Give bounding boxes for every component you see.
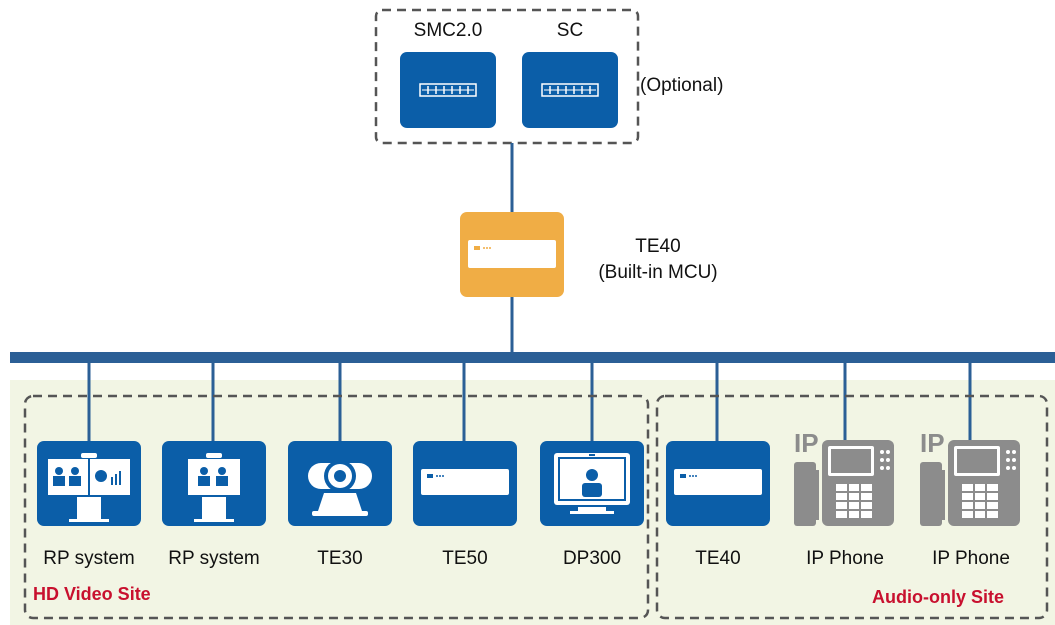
te40-mcu-icon (460, 212, 564, 297)
endpoint-label-5: DP300 (562, 548, 622, 569)
audio-only-site-border (655, 394, 1049, 620)
endpoint-label-2: RP system (168, 548, 260, 569)
endpoint-label-7: IP Phone (806, 548, 884, 569)
sc-server-icon (522, 52, 618, 128)
mcu-name-label: TE40 (635, 236, 681, 257)
codec-box-icon (666, 441, 770, 526)
camera-icon (288, 441, 392, 526)
codec-box-icon (413, 441, 517, 526)
sc-label: SC (556, 20, 584, 41)
endpoint-label-4: TE50 (442, 548, 488, 569)
mcu-note-label: (Built-in MCU) (598, 262, 718, 283)
rp-system-icon (162, 441, 266, 526)
hd-video-site-border (23, 394, 650, 620)
endpoint-label-3: TE30 (317, 548, 363, 569)
rp-system-icon (37, 441, 141, 526)
network-bus (10, 352, 1055, 363)
ip-badge: IP (920, 428, 945, 458)
endpoint-label-1: RP system (43, 548, 135, 569)
endpoint-label-6: TE40 (695, 548, 741, 569)
optional-label: (Optional) (640, 75, 724, 96)
hd-video-site-title: HD Video Site (33, 584, 151, 604)
endpoint-label-8: IP Phone (932, 548, 1010, 569)
smc-label: SMC2.0 (413, 20, 483, 41)
optional-servers-group-border (374, 8, 640, 145)
ip-badge: IP (794, 428, 819, 458)
desktop-display-icon (540, 441, 644, 526)
audio-only-site-title: Audio-only Site (872, 587, 1004, 607)
smc-server-icon (400, 52, 496, 128)
ip-phone-icon: IP (792, 428, 898, 528)
ip-phone-icon: IP (918, 428, 1024, 528)
